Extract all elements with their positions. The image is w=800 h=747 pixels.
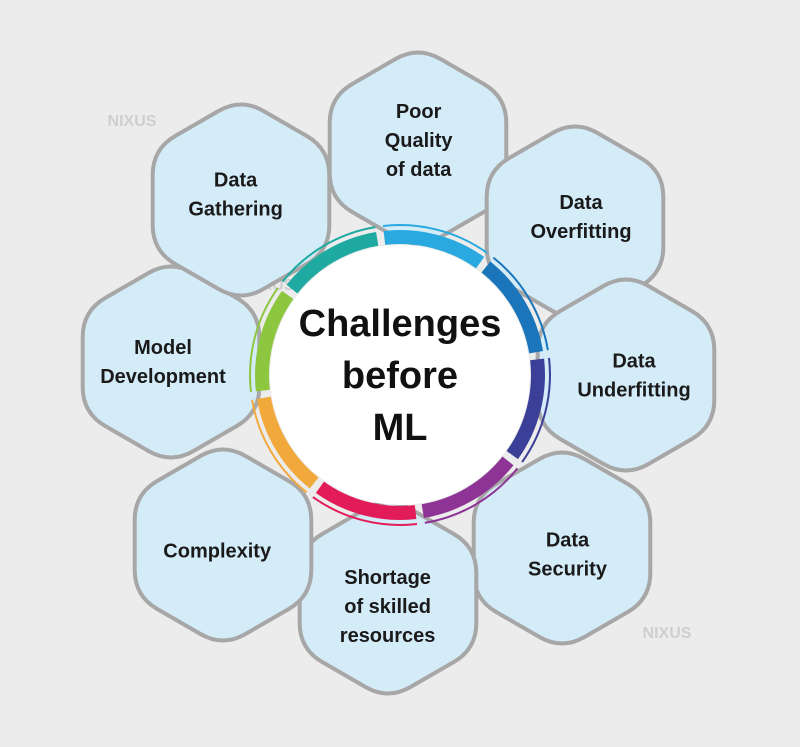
petal-shape: [535, 277, 717, 473]
petal-label-line: Data: [559, 192, 603, 214]
petal-shape: [80, 264, 262, 460]
ring-segment: [255, 290, 294, 392]
petal-label-line: Quality: [385, 130, 454, 152]
petal-label-line: Data: [546, 529, 590, 551]
petal-label-line: resources: [340, 625, 436, 647]
petal-label-line: Model: [134, 337, 192, 359]
center-title-line: before: [342, 355, 458, 397]
watermark-text: NIXUS: [643, 625, 692, 642]
center-title-line: ML: [373, 407, 428, 449]
petal-label-line: Gathering: [188, 199, 282, 221]
ring-outline-segment: [382, 224, 488, 254]
petal-shape: [132, 447, 314, 643]
petal-label-line: Security: [528, 558, 608, 580]
petal-label-line: Overfitting: [530, 221, 631, 243]
ring-outline-segment: [312, 496, 418, 526]
petal-label-line: of skilled: [344, 596, 431, 618]
ring-segment: [506, 358, 545, 460]
ring-outline-segment: [281, 226, 376, 283]
petal-label-line: Data: [612, 351, 656, 373]
ring-segment: [481, 261, 544, 354]
ring-outline-segment: [424, 467, 519, 524]
petal-complexity: Complexity: [132, 447, 314, 643]
ring-segment: [315, 481, 417, 520]
petal-shape: [150, 102, 332, 298]
petal-label-line: Shortage: [344, 567, 431, 589]
center-circle: [270, 245, 530, 505]
ring-outline-segment: [492, 256, 549, 351]
petal-shape: [471, 450, 653, 646]
petal-label-line: Data: [214, 170, 258, 192]
ring-outline-segment: [249, 287, 279, 393]
ring-segment: [286, 231, 379, 294]
watermark-text: NIXUS: [108, 113, 157, 130]
petal-label-line: of data: [386, 159, 452, 181]
color-ring: [249, 224, 551, 526]
ring-segment: [383, 230, 485, 269]
ring-segment: [256, 396, 319, 489]
petal-label-line: Development: [100, 366, 226, 388]
petal-label-line: Poor: [396, 101, 442, 123]
petal-shortage-of-skilled-resources: Shortage of skilled resources: [297, 500, 479, 696]
petal-label-line: Complexity: [163, 541, 272, 563]
petal-label-line: Underfitting: [577, 380, 690, 402]
ring-outline-segment: [251, 399, 308, 494]
center-title-line: Challenges: [299, 303, 502, 345]
ring-segment: [421, 456, 514, 519]
ring-outline-segment: [521, 357, 551, 463]
